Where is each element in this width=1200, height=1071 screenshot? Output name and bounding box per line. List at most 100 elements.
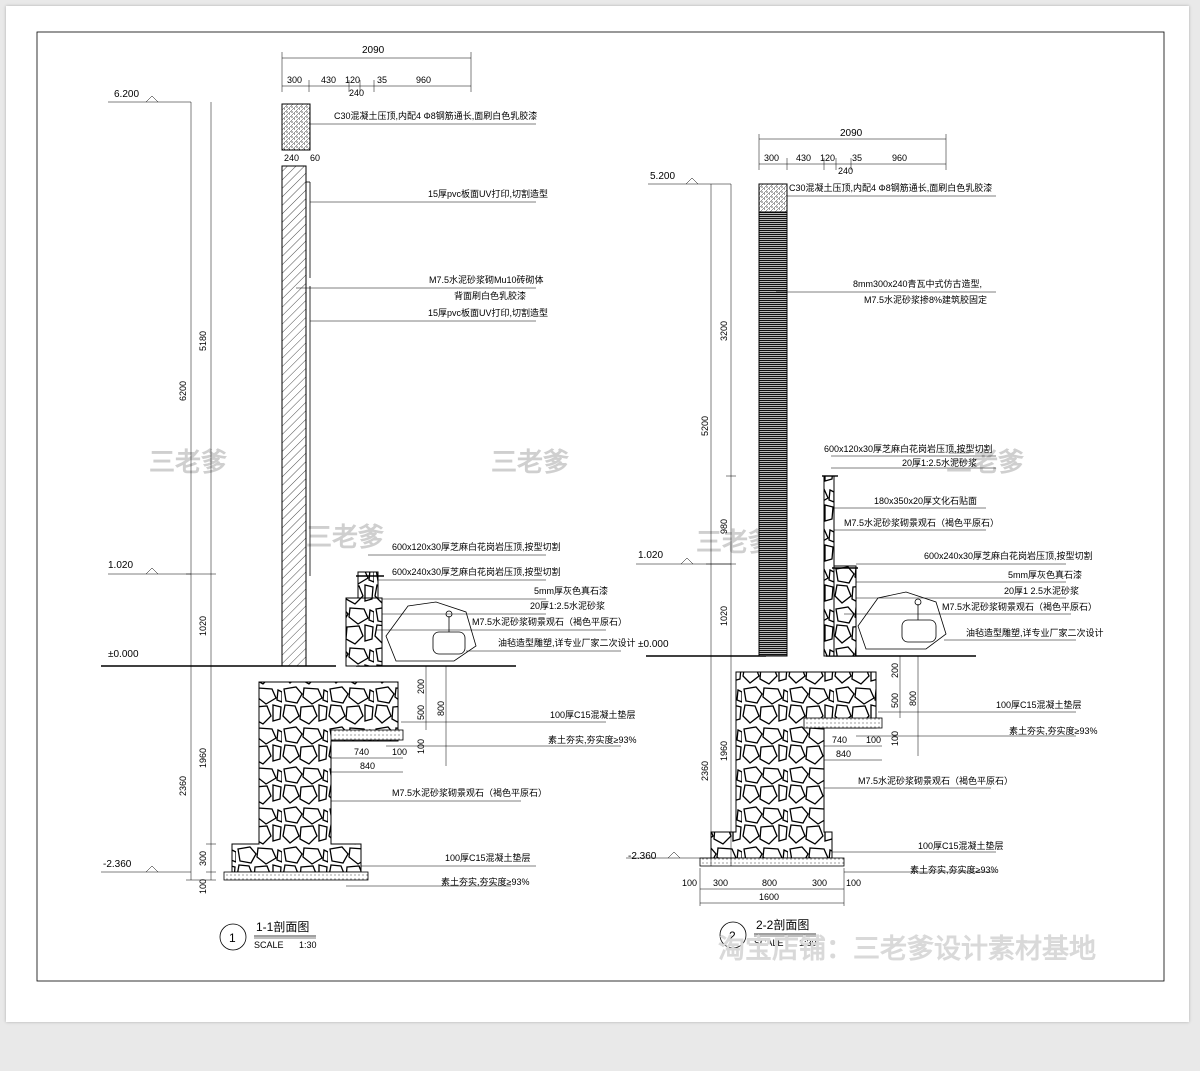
annotation-note: 素土夯实,夯实度≥93% [910,864,998,875]
annotation-note: 15厚pvc板面UV打印,切割造型 [428,188,548,199]
annotation-note: 100厚C15混凝土垫层 [445,852,531,863]
dim-label: 240 [838,166,853,176]
dim-label: 740 [354,747,369,757]
annotation-note: C30混凝土压顶,内配4 Φ8钢筋通长,面刷白色乳胶漆 [789,182,992,193]
annotation-note: 背面刷白色乳胶漆 [454,290,526,301]
dim-label: 960 [892,153,907,163]
watermark: 三老爹 [491,447,569,477]
dim-label: 980 [719,519,729,534]
dim-label: 100 [392,747,407,757]
annotation-note: M7.5水泥砂浆砌景观石（褐色平原石） [392,787,547,798]
level-label: 1.020 [108,560,133,571]
annotation-note: 5mm厚灰色真石漆 [534,585,608,596]
dim-label: 240 [349,88,364,98]
annotation-note: M7.5水泥砂浆掺8%建筑胶固定 [864,294,987,305]
tile-clad-wall [758,211,788,657]
sculpture [857,591,947,650]
annotation-note: 油毡造型雕塑,详专业厂家二次设计 [498,637,636,648]
level-label: 1.020 [638,550,663,561]
annotation-note: 15厚pvc板面UV打印,切割造型 [428,307,548,318]
dim-label: 100 [866,735,881,745]
dim-label: 60 [310,153,320,163]
dim-label: 2360 [178,776,188,796]
dim-label: 300 [713,878,728,888]
annotation-note: 600x240x30厚芝麻白花岗岩压顶,按型切割 [392,566,561,577]
level-label: 6.200 [114,89,139,100]
concrete-capping [758,183,788,213]
annotation-note: 600x120x30厚芝麻白花岗岩压顶,按型切割 [824,443,993,454]
dim-label: 430 [796,153,811,163]
level-label: ±0.000 [108,649,139,660]
dim-label: 300 [287,75,302,85]
scale-value: 1:30 [799,938,817,948]
dim-label: 35 [852,153,862,163]
level-label: -2.360 [103,859,132,870]
dim-label: 800 [762,878,777,888]
section-title: 1-1剖面图 [256,920,309,934]
section-number-circle [719,921,747,949]
annotation-note: 20厚1:2.5水泥砂浆 [902,457,977,468]
drawing-sheet: 三老爹 三老爹 三老爹 三老爹 三老爹 [6,6,1189,1022]
dim-label: 240 [284,153,299,163]
annotation-note: M7.5水泥砂浆砌景观石（褐色平原石） [844,517,999,528]
annotation-note: M7.5水泥砂浆砌Mu10砖砌体 [429,274,544,285]
annotation-note: M7.5水泥砂浆砌景观石（褐色平原石） [942,601,1097,612]
dim-label: 500 [890,693,900,708]
dim-label: 100 [890,731,900,746]
dim-label: 840 [836,749,851,759]
dim-label: 5200 [700,416,710,436]
dim-label: 300 [812,878,827,888]
section-number-circle [219,923,247,951]
annotation-note: 100厚C15混凝土垫层 [550,709,636,720]
dim-label: 35 [377,75,387,85]
concrete-pad [223,871,369,881]
shop-watermark: 淘宝店铺：三老爹设计素材基地 [718,933,1096,964]
annotation-note: 100厚C15混凝土垫层 [996,699,1082,710]
dim-label: 100 [846,878,861,888]
dim-label: 120 [820,153,835,163]
section-title: 2-2剖面图 [756,918,809,932]
level-label: -2.360 [628,851,657,862]
brick-wall [281,165,307,667]
section-2-2: 2090 300 430 120 35 960 240 5.200 1.020 … [626,128,1104,949]
dim-label: 1020 [719,606,729,626]
annotation-note: 素土夯实,夯实度≥93% [1009,725,1097,736]
watermark: 三老爹 [149,447,227,477]
sculpture [385,601,477,662]
annotation-note: M7.5水泥砂浆砌景观石（褐色平原石） [472,616,627,627]
annotation-note: 20厚1 2.5水泥砂浆 [1004,585,1079,596]
annotation-note: 8mm300x240青瓦中式仿古造型, [853,278,982,289]
annotation-note: 5mm厚灰色真石漆 [1008,569,1082,580]
dim-label: 1020 [198,616,208,636]
dim-label: 200 [416,679,426,694]
planter-stone-wall [345,597,383,667]
dim-label: 740 [832,735,847,745]
stone-foundation [710,671,877,859]
dim-total: 2090 [840,128,863,139]
dim-label: 1960 [198,748,208,768]
dim-label: 840 [360,761,375,771]
scale-label: SCALE [254,940,284,950]
watermark: 三老爹 [946,447,1024,477]
section-number: 1 [229,931,236,945]
dim-label: 1960 [719,741,729,761]
watermark: 三老爹 [306,522,384,552]
veneer-stone [823,475,835,657]
dim-label: 200 [890,663,900,678]
level-label: ±0.000 [638,639,669,650]
level-label: 5.200 [650,171,675,182]
annotation-note: 180x350x20厚文化石贴面 [874,495,977,506]
annotation-note: 素土夯实,夯实度≥93% [548,734,636,745]
annotation-note: 油毡造型雕塑,详专业厂家二次设计 [966,627,1104,638]
dim-label: 960 [416,75,431,85]
dim-label: 800 [436,701,446,716]
scale-value: 1:30 [299,940,317,950]
annotation-note: 600x120x30厚芝麻白花岗岩压顶,按型切割 [392,541,561,552]
dim-label: 300 [198,851,208,866]
planter-stone-wall [833,565,857,657]
dim-label: 3200 [719,321,729,341]
dim-label: 800 [908,691,918,706]
section-number: 2 [729,929,736,943]
dim-label: 100 [682,878,697,888]
dim-label: 2360 [700,761,710,781]
